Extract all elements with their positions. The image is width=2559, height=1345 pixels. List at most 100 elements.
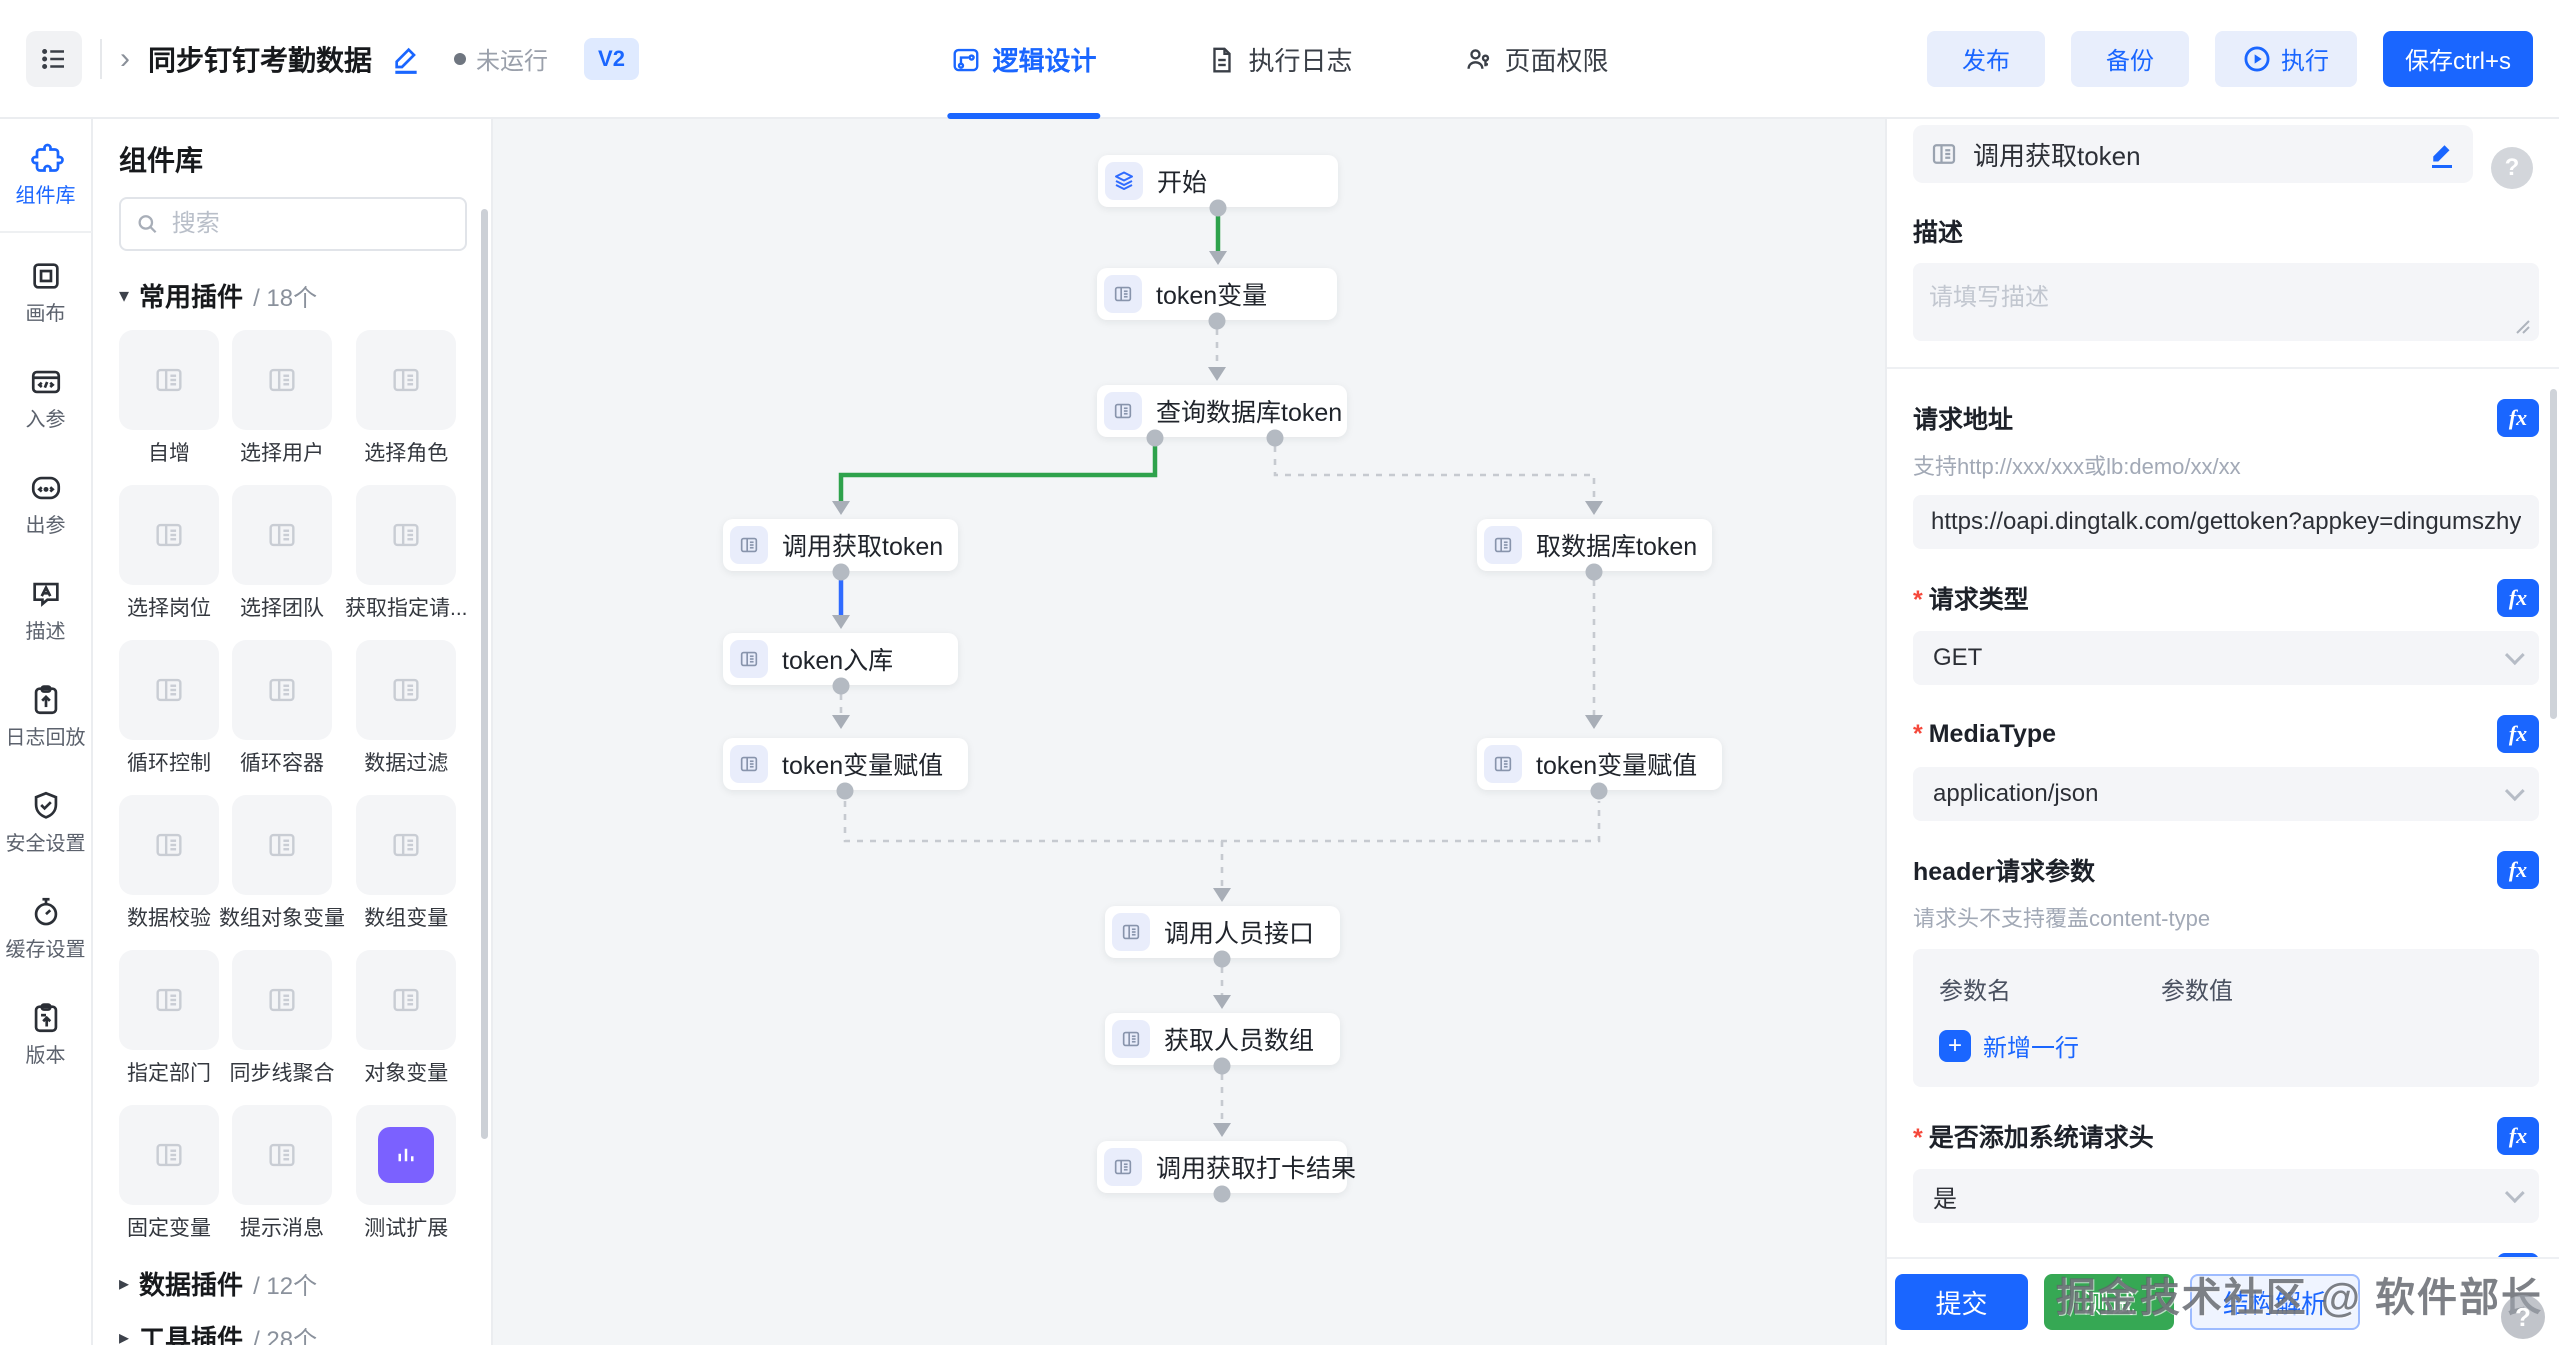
plugin-card[interactable]: 同步线聚合 <box>219 950 345 1087</box>
status-text: 未运行 <box>476 48 549 75</box>
flow-node-call-people-api[interactable]: 调用人员接口 <box>1105 906 1340 958</box>
flow-canvas[interactable]: 开始 token变量 查询数据库token 调用获取token 取数据库toke… <box>493 119 1885 1345</box>
publish-button[interactable]: 发布 <box>1927 30 2045 87</box>
flow-node-get-punch-result[interactable]: 调用获取打卡结果 <box>1097 1141 1356 1193</box>
plugin-card[interactable]: 数据过滤 <box>345 640 468 777</box>
caret-right-icon: ▸ <box>119 1272 130 1295</box>
plugin-card[interactable]: 选择用户 <box>219 330 345 467</box>
plugin-card[interactable]: 指定部门 <box>119 950 219 1087</box>
plugin-card[interactable]: 循环控制 <box>119 640 219 777</box>
rail-item-input-params[interactable]: 入参 <box>0 345 92 451</box>
resize-handle-icon[interactable] <box>2513 317 2531 335</box>
tab-logic-design[interactable]: 逻辑设计 <box>946 0 1101 119</box>
plugin-card-test-extension[interactable]: 测试扩展 <box>345 1105 468 1242</box>
tab-page-permission[interactable]: 页面权限 <box>1463 0 1609 119</box>
version-badge[interactable]: V2 <box>584 37 639 80</box>
rail-item-canvas[interactable]: 画布 <box>0 239 92 345</box>
search-icon <box>138 215 157 234</box>
structure-button[interactable]: 结构解析 <box>2190 1274 2360 1330</box>
node-label: token变量赋值 <box>782 752 944 780</box>
inspector-footer: 提交 测试 结构解析 <box>1887 1257 2559 1345</box>
search-box[interactable] <box>119 197 467 251</box>
plugin-card[interactable]: 固定变量 <box>119 1105 219 1242</box>
run-button[interactable]: 执行 <box>2215 30 2357 87</box>
method-label: *请求类型 <box>1913 586 2029 614</box>
rail-item-security-settings[interactable]: 安全设置 <box>0 769 92 875</box>
node-title-bar[interactable]: 调用获取token <box>1913 125 2473 183</box>
flow-node-token-store[interactable]: token入库 <box>723 633 958 685</box>
document-log-icon <box>1212 47 1231 72</box>
plugin-icon <box>393 368 419 392</box>
fx-expression-button[interactable]: fx <box>2497 579 2539 617</box>
plugin-icon <box>269 988 295 1012</box>
method-select[interactable]: GET <box>1913 631 2539 685</box>
flow-node-query-db-token[interactable]: 查询数据库token <box>1097 385 1347 437</box>
group-header-common-plugins[interactable]: ▾ 常用插件 / 18个 <box>119 277 467 314</box>
run-label: 执行 <box>2281 48 2329 75</box>
plugin-card[interactable]: 数组对象变量 <box>219 795 345 932</box>
flow-node-call-get-token[interactable]: 调用获取token <box>723 519 958 571</box>
group-header-tool-plugins[interactable]: ▸工具插件/ 28个 <box>119 1310 467 1345</box>
url-input[interactable] <box>1913 495 2539 549</box>
search-input[interactable] <box>171 210 451 238</box>
flow-node-token-assign-left[interactable]: token变量赋值 <box>723 738 968 790</box>
description-textarea[interactable]: 请填写描述 <box>1913 263 2539 341</box>
plugin-label: 自增 <box>148 442 190 465</box>
edit-title-button[interactable] <box>390 43 422 75</box>
plugin-card[interactable]: 选择岗位 <box>119 485 219 622</box>
edit-node-name-icon[interactable] <box>2427 139 2457 169</box>
header-params-label: header请求参数 <box>1913 858 2095 886</box>
add-row-button[interactable]: + 新增一行 <box>1939 1028 2513 1063</box>
tab-exec-log[interactable]: 执行日志 <box>1206 0 1353 119</box>
plugin-card[interactable]: 数组变量 <box>345 795 468 932</box>
plugin-card[interactable]: 选择团队 <box>219 485 345 622</box>
flow-node-token-assign-right[interactable]: token变量赋值 <box>1477 738 1722 790</box>
plugin-label: 循环容器 <box>240 752 324 775</box>
group-header-data-plugins[interactable]: ▸数据插件/ 12个 <box>119 1269 318 1300</box>
required-asterisk: * <box>1913 719 1923 748</box>
flow-node-start[interactable]: 开始 <box>1098 155 1338 207</box>
mediatype-select[interactable]: application/json <box>1913 767 2539 821</box>
output-params-icon <box>31 476 60 500</box>
group-name: 常用插件 <box>139 282 244 312</box>
submit-button[interactable]: 提交 <box>1895 1274 2028 1330</box>
plugin-card[interactable]: 数据校验 <box>119 795 219 932</box>
plugin-card[interactable]: 对象变量 <box>345 950 468 1087</box>
plugin-label: 对象变量 <box>364 1062 449 1085</box>
flow-node-get-people-array[interactable]: 获取人员数组 <box>1105 1013 1340 1065</box>
plugin-node-icon <box>1104 275 1142 313</box>
rail-item-cache-settings[interactable]: 缓存设置 <box>0 875 92 981</box>
node-help-button[interactable]: ? <box>2491 147 2533 189</box>
rail-item-log-replay[interactable]: 日志回放 <box>0 663 92 769</box>
help-fab-button[interactable]: ? <box>2501 1295 2545 1339</box>
mediatype-value: application/json <box>1933 780 2099 807</box>
plugin-label: 选择角色 <box>364 442 449 465</box>
library-scrollbar[interactable] <box>481 209 488 1139</box>
plugin-card[interactable]: 提示消息 <box>219 1105 345 1242</box>
fx-expression-button[interactable]: fx <box>2497 399 2539 437</box>
rail-item-output-params[interactable]: 出参 <box>0 451 92 557</box>
test-button[interactable]: 测试 <box>2044 1274 2174 1330</box>
plugin-card[interactable]: 循环容器 <box>219 640 345 777</box>
fx-expression-button[interactable]: fx <box>2497 715 2539 753</box>
logic-design-icon <box>953 48 978 71</box>
flow-node-fetch-db-token[interactable]: 取数据库token <box>1477 519 1712 571</box>
flow-node-token-var[interactable]: token变量 <box>1097 268 1337 320</box>
rail-item-description[interactable]: 描述 <box>0 557 92 663</box>
tab-label: 执行日志 <box>1248 46 1353 76</box>
plugin-card[interactable]: 获取指定请... <box>345 485 468 622</box>
fx-expression-button[interactable]: fx <box>2497 1117 2539 1155</box>
menu-list-icon[interactable] <box>26 30 82 87</box>
save-button[interactable]: 保存ctrl+s <box>2383 30 2533 87</box>
fx-expression-button[interactable]: fx <box>2497 851 2539 889</box>
chevron-down-icon <box>2504 1183 2525 1204</box>
plugin-card[interactable]: 自增 <box>119 330 219 467</box>
plugin-card[interactable]: 选择角色 <box>345 330 468 467</box>
backup-button[interactable]: 备份 <box>2071 30 2189 87</box>
inspector-scrollbar[interactable] <box>2550 389 2557 719</box>
rail-item-component-library[interactable]: 组件库 <box>0 119 92 227</box>
breadcrumb-chevron-icon[interactable]: › <box>120 41 130 75</box>
sys-header-select[interactable]: 是 <box>1913 1169 2539 1223</box>
rail-item-versions[interactable]: 版本 <box>0 981 92 1087</box>
